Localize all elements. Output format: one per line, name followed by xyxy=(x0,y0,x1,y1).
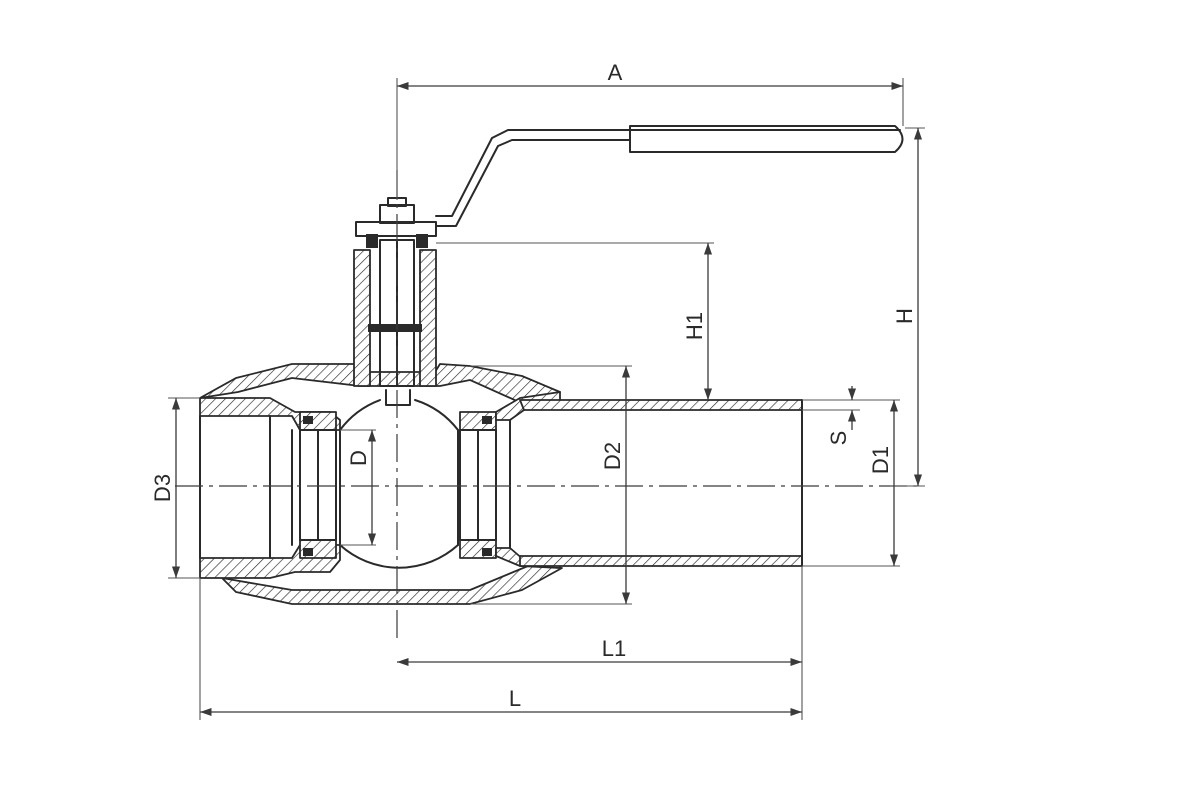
bonnet-left-wall xyxy=(353,249,371,387)
dim-d1-label: D1 xyxy=(868,446,893,474)
left-bore xyxy=(199,415,293,559)
bonnet-right-wall xyxy=(419,249,437,387)
handle-lever xyxy=(435,125,904,227)
pipe-upper-wall xyxy=(519,399,803,411)
dim-d3-label: D3 xyxy=(150,474,175,502)
stem-oring xyxy=(368,324,422,332)
right-transition-lower xyxy=(495,547,561,569)
dim-h-label: H xyxy=(892,308,917,324)
ball xyxy=(339,389,459,569)
center-lines xyxy=(175,170,920,640)
dimensions: A H H1 D2 D D3 D1 S xyxy=(150,60,925,720)
gland-nut xyxy=(355,221,437,237)
dim-s-label: S xyxy=(826,431,851,446)
dim-d-label: D xyxy=(346,450,371,466)
dim-d2-label: D2 xyxy=(600,442,625,470)
valve-body xyxy=(199,363,803,605)
stem-assembly xyxy=(353,197,437,387)
dim-h1-label: H1 xyxy=(682,312,707,340)
pipe-lower-wall xyxy=(519,555,803,567)
right-seat xyxy=(459,411,497,559)
dim-a-label: A xyxy=(608,60,623,85)
dim-l-label: L xyxy=(509,686,521,711)
dim-l1-label: L1 xyxy=(602,636,626,661)
handle-grip xyxy=(629,125,904,153)
left-seat xyxy=(299,411,337,559)
lower-housing-shell xyxy=(221,565,563,605)
